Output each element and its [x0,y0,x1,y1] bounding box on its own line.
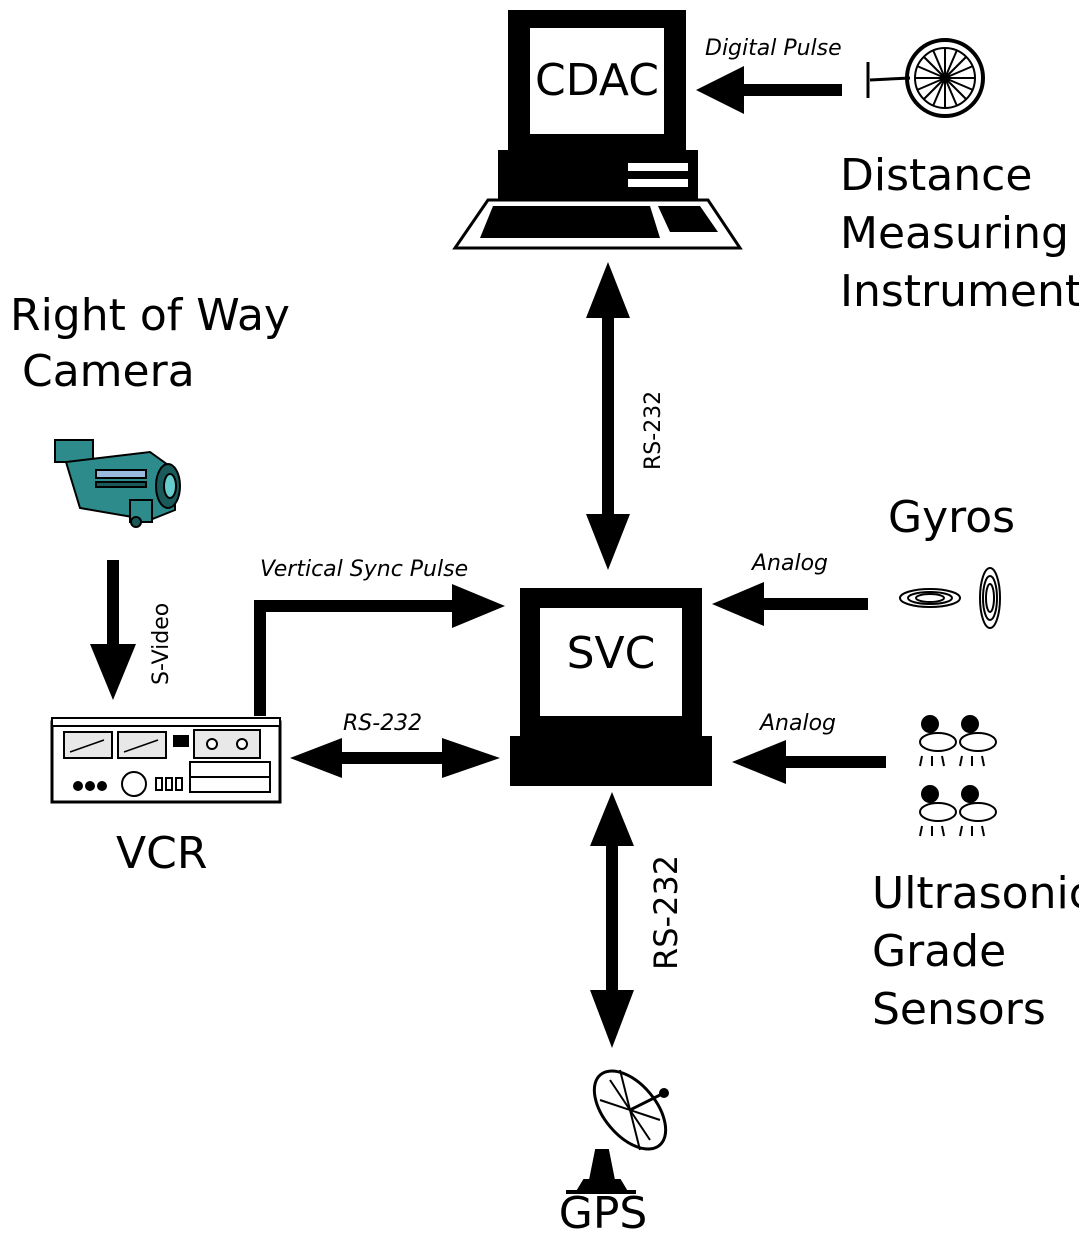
svc-label: SVC [567,628,656,679]
cdac-label: CDAC [535,55,659,106]
vertical-sync-label: Vertical Sync Pulse [260,557,468,582]
gps-dish-icon [566,1069,669,1194]
ultrasonic-svc-arrowhead [732,740,786,784]
video-camera-icon [54,439,181,528]
svc-gps-arrowhead-down [590,990,634,1048]
vcr-svc-arrowhead-right [442,738,500,778]
digital-pulse-label: Digital Pulse [705,36,842,61]
s-video-arrowhead [90,644,136,700]
gyros-icon [899,567,1001,629]
gps-label: GPS [559,1188,648,1234]
camera-label: Right of Way Camera [10,290,304,397]
vcr-label: VCR [116,828,207,879]
cdac-svc-arrowhead-down [586,514,630,570]
gyros-label: Gyros [888,492,1015,543]
vcr-icon [50,717,282,804]
svc-computer-icon [510,588,712,786]
vcr-svc-label: RS-232 [343,711,422,736]
ultrasonic-sensors-icon [919,715,997,837]
dmi-label: Distance Measuring Instrument [840,150,1079,317]
svc-gps-label: RS-232 [647,855,685,970]
ultrasonic-label: Ultrasonic Grade Sensors [872,868,1079,1035]
s-video-label: S-Video [149,603,174,685]
gyros-svc-arrowhead [712,582,764,626]
vcr-svc-arrowhead-left [290,738,342,778]
gyros-svc-label: Analog [750,551,828,576]
vertical-sync-arrowhead [452,584,505,628]
cdac-svc-arrowhead-up [586,262,630,318]
svc-gps-arrowhead-up [590,792,634,846]
cdac-svc-label: RS-232 [641,391,666,470]
cdac-computer-icon [452,10,743,250]
ultrasonic-svc-label: Analog [758,711,836,736]
distance-wheel-icon [866,38,985,118]
vertical-sync-link [254,600,460,716]
